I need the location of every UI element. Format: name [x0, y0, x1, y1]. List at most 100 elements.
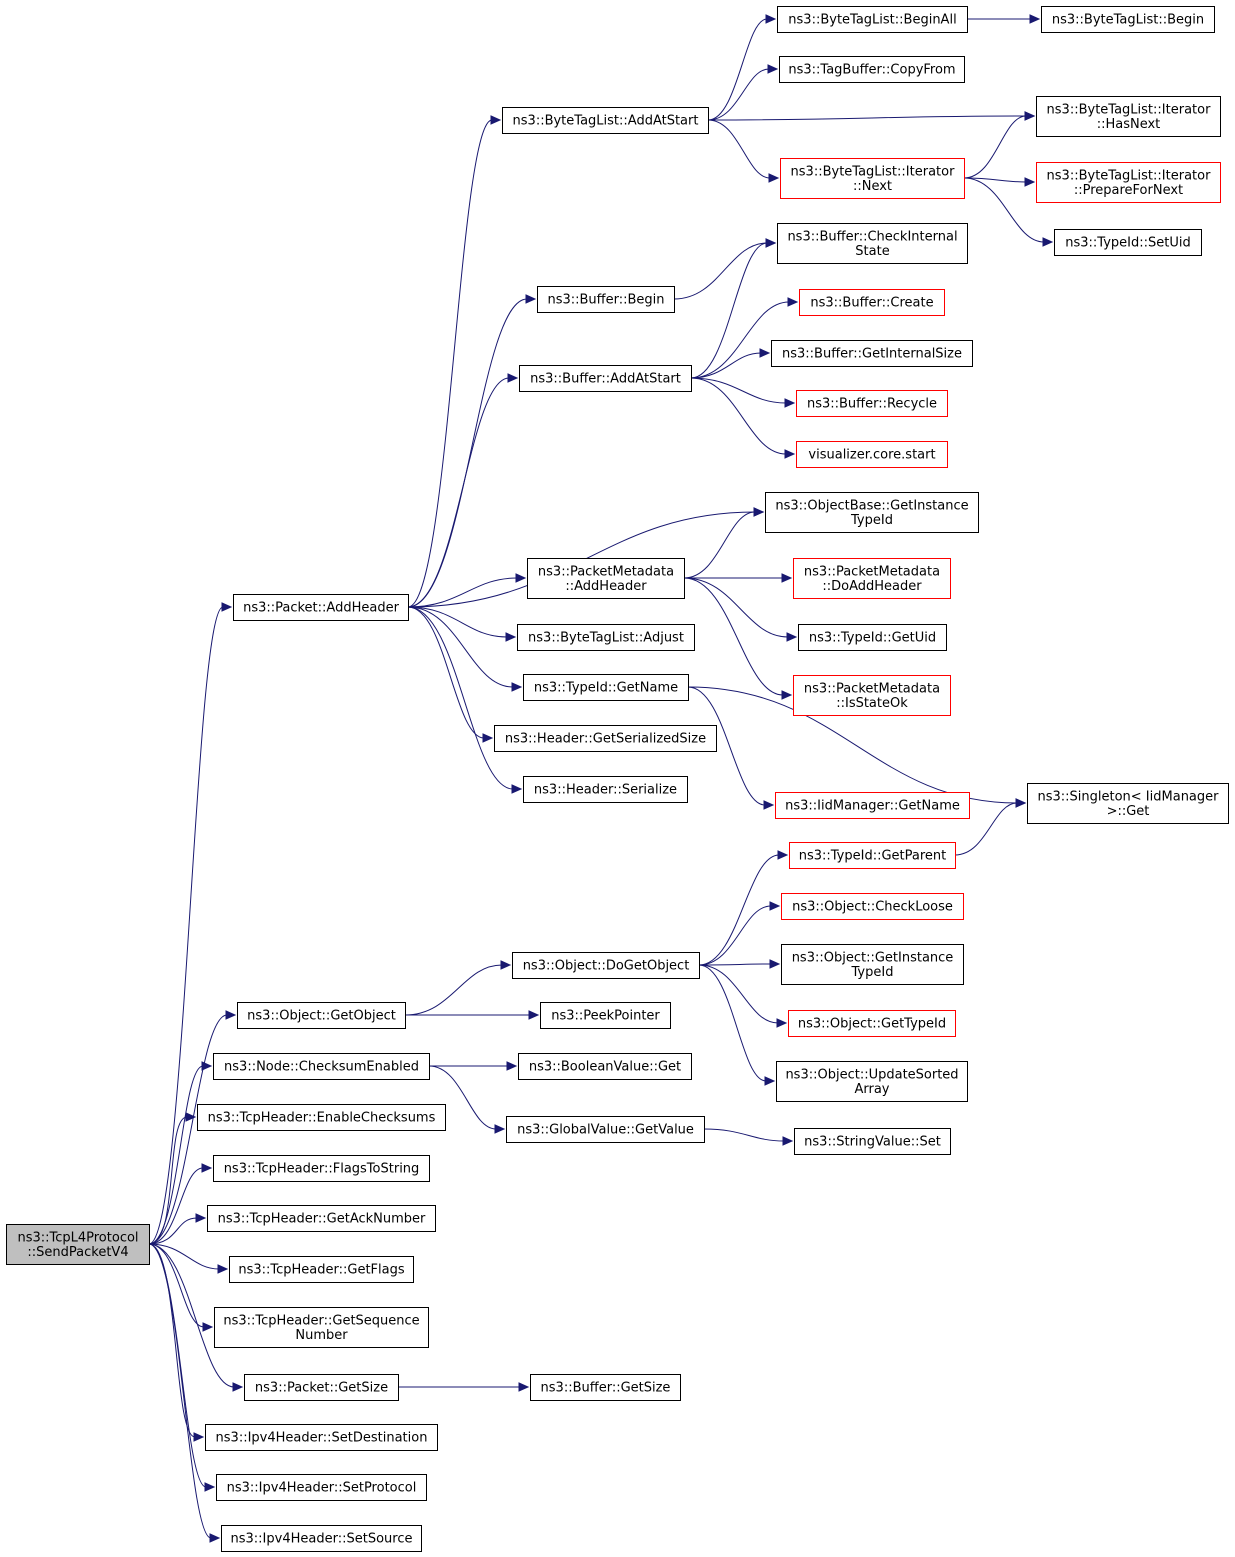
edge-arrowhead: [763, 800, 775, 810]
edge-node_checksum-to-gv_getvalue: [428, 1065, 506, 1134]
edge-pm_addheader-to-pm_isstateok: [683, 577, 793, 700]
node-btl-it-prepare[interactable]: ns3::ByteTagList::Iterator::PrepareForNe…: [1036, 162, 1221, 203]
edge-line: [404, 964, 503, 1016]
node-pkt-getsize[interactable]: ns3::Packet::GetSize: [244, 1374, 399, 1401]
node-tcp-enable-cs[interactable]: ns3::TcpHeader::EnableChecksums: [197, 1104, 446, 1131]
node-gv-getvalue[interactable]: ns3::GlobalValue::GetValue: [506, 1116, 705, 1143]
node-hdr-serialize[interactable]: ns3::Header::Serialize: [523, 776, 688, 803]
edge-arrowhead: [528, 1010, 540, 1020]
node-obj-getobject[interactable]: ns3::Object::GetObject: [237, 1002, 406, 1029]
node-iid-getname[interactable]: ns3::IidManager::GetName: [775, 792, 970, 819]
node-label: ns3::TcpHeader::GetSequence: [223, 1313, 419, 1328]
edge-arrowhead: [511, 784, 523, 794]
node-pm-addheader[interactable]: ns3::PacketMetadata::AddHeader: [527, 558, 685, 599]
node-typeid-getname[interactable]: ns3::TypeId::GetName: [523, 674, 689, 701]
node-typeid-getparent[interactable]: ns3::TypeId::GetParent: [789, 842, 956, 869]
node-node-checksum[interactable]: ns3::Node::ChecksumEnabled: [213, 1053, 430, 1080]
node-btl-begin[interactable]: ns3::ByteTagList::Begin: [1041, 6, 1215, 33]
edge-line: [673, 242, 768, 300]
node-label: ::IsStateOk: [836, 696, 908, 711]
node-btl-it-hasnext[interactable]: ns3::ByteTagList::Iterator::HasNext: [1036, 96, 1221, 137]
node-buf-getsize[interactable]: ns3::Buffer::GetSize: [530, 1374, 681, 1401]
node-tcp-get-ack[interactable]: ns3::TcpHeader::GetAckNumber: [207, 1205, 436, 1232]
node-label: ns3::Object::GetInstance: [792, 950, 954, 965]
edge-arrowhead: [193, 1432, 205, 1442]
edge-line: [698, 964, 779, 1024]
node-box: [207, 1205, 436, 1232]
node-peekpointer[interactable]: ns3::PeekPointer: [540, 1002, 671, 1029]
node-label: ns3::Node::ChecksumEnabled: [224, 1060, 419, 1075]
node-ipv4-setsrc[interactable]: ns3::Ipv4Header::SetSource: [221, 1525, 422, 1552]
node-tagbuf-copyfrom[interactable]: ns3::TagBuffer::CopyFrom: [779, 56, 965, 83]
node-buf-recycle[interactable]: ns3::Buffer::Recycle: [796, 390, 948, 417]
edge-line: [683, 577, 789, 638]
node-label: ns3::TypeId::GetUid: [809, 631, 936, 646]
edge-arrowhead: [482, 733, 494, 743]
node-box: [213, 1053, 430, 1080]
node-buf-addatstart[interactable]: ns3::Buffer::AddAtStart: [519, 365, 692, 392]
node-boolval-get[interactable]: ns3::BooleanValue::Get: [518, 1053, 692, 1080]
node-ipv4-setdest[interactable]: ns3::Ipv4Header::SetDestination: [205, 1424, 438, 1451]
node-buf-getinternalsize[interactable]: ns3::Buffer::GetInternalSize: [771, 340, 973, 367]
edge-line: [407, 377, 510, 608]
node-obj-checkloose[interactable]: ns3::Object::CheckLoose: [781, 893, 964, 920]
node-pkt-addheader[interactable]: ns3::Packet::AddHeader: [233, 594, 409, 621]
edge-arrowhead: [217, 1264, 229, 1274]
edge-btl_beginall-to-btl_begin: [967, 14, 1041, 24]
node-label: ns3::ByteTagList::Begin: [1052, 13, 1204, 28]
edge-obj_getobject-to-peekpointer: [404, 1010, 540, 1020]
node-btl-addatstart[interactable]: ns3::ByteTagList::AddAtStart: [502, 107, 709, 134]
node-label: ns3::Buffer::CheckInternal: [787, 229, 957, 244]
node-typeid-getuid[interactable]: ns3::TypeId::GetUid: [798, 624, 947, 651]
node-box: [244, 1374, 399, 1401]
node-typeid-setuid[interactable]: ns3::TypeId::SetUid: [1054, 229, 1202, 256]
edge-buf_addatstart-to-buf_getinternalsize: [690, 348, 771, 379]
node-box: [530, 1374, 681, 1401]
edge-line: [407, 606, 485, 739]
node-obj-gettypeid[interactable]: ns3::Object::GetTypeId: [788, 1010, 956, 1037]
edge-line: [690, 377, 787, 404]
node-root[interactable]: ns3::TcpL4Protocol::SendPacketV4: [6, 1224, 150, 1265]
node-buf-create[interactable]: ns3::Buffer::Create: [799, 289, 945, 316]
node-singleton-get[interactable]: ns3::Singleton< IidManager>::Get: [1027, 783, 1229, 824]
node-label: ::Next: [853, 179, 892, 194]
node-label: ns3::Buffer::Create: [810, 296, 933, 311]
node-label: ns3::TcpHeader::FlagsToString: [224, 1162, 420, 1177]
edge-pkt_addheader-to-buf_addatstart: [407, 373, 519, 608]
node-btl-it-next[interactable]: ns3::ByteTagList::Iterator::Next: [780, 158, 965, 199]
node-hdr-getsersize[interactable]: ns3::Header::GetSerializedSize: [494, 725, 717, 752]
edge-pkt_getsize-to-buf_getsize: [398, 1382, 530, 1392]
node-label: ns3::ObjectBase::GetInstance: [775, 498, 968, 513]
node-label: ns3::TcpHeader::EnableChecksums: [208, 1111, 436, 1126]
node-pm-doaddheader[interactable]: ns3::PacketMetadata::DoAddHeader: [793, 558, 951, 599]
node-tcp-get-flags[interactable]: ns3::TcpHeader::GetFlags: [229, 1256, 414, 1283]
node-box: [777, 6, 968, 33]
node-btl-adjust[interactable]: ns3::ByteTagList::Adjust: [517, 624, 695, 651]
edge-root-to-pkt_addheader: [148, 602, 233, 1245]
edge-btl_addatstart-to-btl_beginall: [707, 14, 777, 121]
node-strval-set[interactable]: ns3::StringValue::Set: [794, 1128, 951, 1155]
node-vis-core-start[interactable]: visualizer.core.start: [796, 441, 948, 468]
edge-line: [683, 511, 756, 579]
edge-pkt_addheader-to-pm_addheader: [407, 573, 527, 608]
node-box: [237, 1002, 406, 1029]
edge-line: [148, 1167, 204, 1245]
node-ipv4-setproto[interactable]: ns3::Ipv4Header::SetProtocol: [216, 1474, 427, 1501]
edge-line: [707, 68, 770, 121]
node-obj-dogetobject[interactable]: ns3::Object::DoGetObject: [512, 952, 700, 979]
node-box: [1036, 96, 1221, 137]
node-label: ns3::ByteTagList::Iterator: [1047, 168, 1212, 183]
node-pm-isstateok[interactable]: ns3::PacketMetadata::IsStateOk: [793, 675, 951, 716]
node-buf-begin[interactable]: ns3::Buffer::Begin: [537, 286, 675, 313]
edge-arrowhead: [764, 1076, 776, 1086]
node-tcp-flags-str[interactable]: ns3::TcpHeader::FlagsToString: [213, 1155, 430, 1182]
node-label: ns3::Ipv4Header::SetSource: [231, 1532, 413, 1547]
node-btl-beginall[interactable]: ns3::ByteTagList::BeginAll: [777, 6, 968, 33]
edge-arrowhead: [1029, 14, 1041, 24]
node-box: [777, 223, 968, 264]
